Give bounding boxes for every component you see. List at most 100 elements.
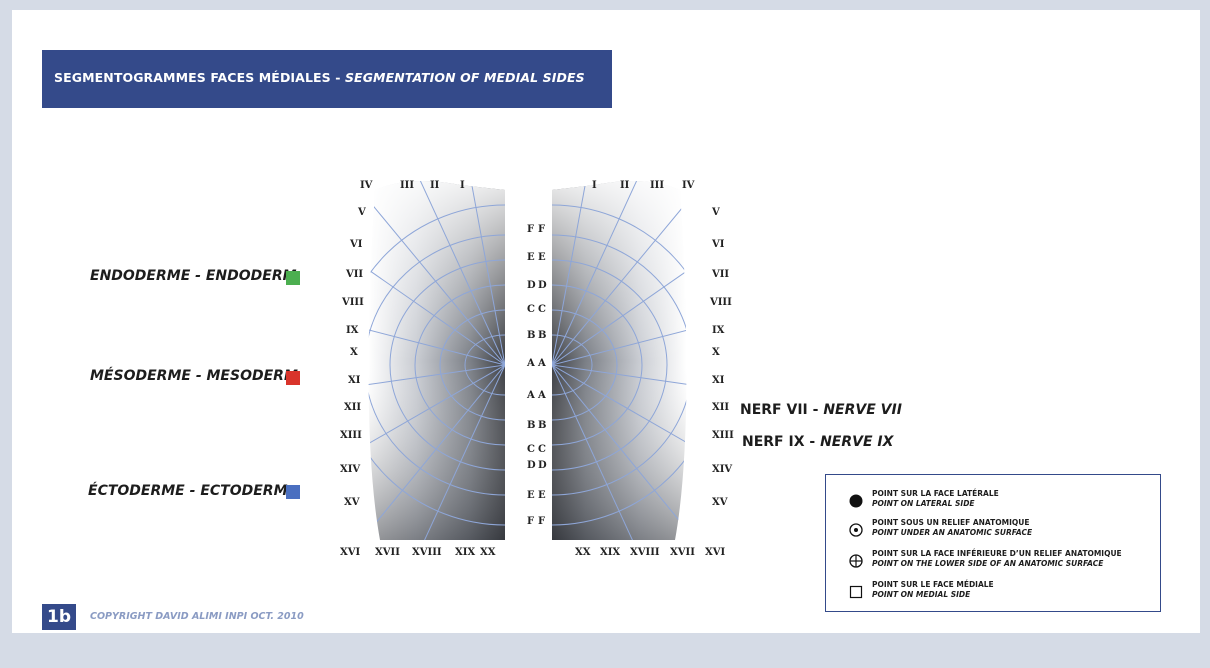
svg-text:D: D	[527, 460, 536, 471]
roman-top-right-1: I	[592, 180, 597, 191]
svg-text:D: D	[527, 280, 536, 291]
svg-text:XVII: XVII	[670, 547, 695, 558]
svg-text:XII: XII	[712, 402, 729, 413]
page-number-badge: 1b	[42, 604, 76, 630]
roman-top-left-4: I	[460, 180, 465, 191]
legend-item-medial: POINT SUR LE FACE MÉDIALE POINT ON MEDIA…	[826, 580, 1156, 608]
legend-text-en: POINT ON LATERAL SIDE	[872, 499, 975, 508]
svg-text:A: A	[526, 390, 535, 401]
svg-text:XVI: XVI	[705, 547, 726, 558]
ectoderm-swatch	[286, 485, 300, 499]
svg-text:X: X	[712, 347, 720, 358]
roman-top-left-3: II	[430, 180, 440, 191]
svg-text:XVIII: XVIII	[412, 547, 442, 558]
svg-text:C: C	[538, 444, 546, 455]
roman-bottom-right: XX XIX XVIII XVII XVI	[575, 547, 726, 558]
svg-text:E: E	[527, 252, 535, 263]
germ-label-ectoderm: ÉCTODERME - ECTODERM	[88, 483, 288, 499]
svg-text:XIV: XIV	[712, 464, 732, 475]
svg-text:D: D	[538, 460, 547, 471]
legend-item-lower-side: POINT SUR LA FACE INFÉRIEURE D’UN RELIEF…	[826, 549, 1156, 577]
svg-text:XII: XII	[344, 402, 361, 413]
svg-text:XIX: XIX	[600, 547, 620, 558]
svg-text:E: E	[538, 490, 546, 501]
square-icon	[848, 584, 864, 600]
legend-text-en: POINT ON MEDIAL SIDE	[872, 590, 970, 599]
svg-text:C: C	[527, 304, 535, 315]
dotted-circle-icon	[848, 522, 864, 538]
legend-item-under-relief: POINT SOUS UN RELIEF ANATOMIQUE POINT UN…	[826, 518, 1156, 546]
roman-top-left-2: III	[400, 180, 414, 191]
germ-label-endoderm: ENDODERME - ENDODERM	[90, 268, 297, 284]
svg-text:X: X	[350, 347, 358, 358]
svg-text:VII: VII	[345, 269, 363, 280]
svg-text:XX: XX	[480, 547, 496, 558]
svg-text:E: E	[527, 490, 535, 501]
svg-text:XIII: XIII	[712, 430, 734, 441]
crossed-circle-icon	[848, 553, 864, 569]
legend-item-lateral: POINT SUR LA FACE LATÉRALE POINT ON LATE…	[826, 489, 1156, 517]
nerve-label-ix: NERF IX - NERVE IX	[742, 434, 893, 450]
svg-text:A: A	[526, 358, 535, 369]
svg-text:VII: VII	[711, 269, 729, 280]
filled-circle-icon	[848, 493, 864, 509]
roman-bottom-left: XVI XVII XVIII XIX XX	[340, 547, 496, 558]
svg-text:XV: XV	[712, 497, 728, 508]
mesoderm-swatch	[286, 371, 300, 385]
svg-text:XVI: XVI	[340, 547, 361, 558]
svg-text:B: B	[527, 330, 535, 341]
nerve-label-vii: NERF VII - NERVE VII	[740, 402, 902, 418]
svg-text:XV: XV	[344, 497, 360, 508]
svg-text:C: C	[538, 304, 546, 315]
legend-text-en: POINT ON THE LOWER SIDE OF AN ANATOMIC S…	[872, 559, 1103, 568]
title-en: SEGMENTATION OF MEDIAL SIDES	[345, 70, 585, 85]
legend-box: POINT SUR LA FACE LATÉRALE POINT ON LATE…	[825, 474, 1161, 612]
svg-text:XVIII: XVIII	[630, 547, 660, 558]
svg-text:F: F	[527, 224, 534, 235]
svg-text:VIII: VIII	[341, 297, 364, 308]
medial-segmentation-figure: IV III II I I II III IV V VI VII VIII IX…	[320, 170, 735, 570]
roman-top-right-2: II	[620, 180, 630, 191]
roman-right-column: V VI VII VIII IX X XI XII XIII XIV XV	[709, 207, 734, 508]
legend-text-fr: POINT SUR LA FACE LATÉRALE	[872, 489, 999, 498]
svg-text:V: V	[357, 207, 366, 218]
svg-text:XI: XI	[712, 375, 725, 386]
roman-top-left-1: IV	[360, 180, 373, 191]
svg-text:VI: VI	[711, 239, 725, 250]
svg-text:D: D	[538, 280, 547, 291]
center-letter-column-right: F E D C B A A B C D E F	[537, 224, 547, 527]
svg-text:V: V	[711, 207, 720, 218]
legend-text-fr: POINT SUR LA FACE INFÉRIEURE D’UN RELIEF…	[872, 549, 1122, 558]
legend-text-en: POINT UNDER AN ANATOMIC SURFACE	[872, 528, 1032, 537]
roman-top-right-4: IV	[682, 180, 695, 191]
svg-text:XIX: XIX	[455, 547, 475, 558]
svg-text:VIII: VIII	[709, 297, 732, 308]
center-letter-column-left: F E D C B A A B C D E F	[526, 224, 536, 527]
legend-text-fr: POINT SUR LE FACE MÉDIALE	[872, 580, 994, 589]
svg-text:A: A	[537, 390, 546, 401]
germ-label-mesoderm: MÉSODERME - MESODERM	[90, 368, 298, 384]
endoderm-swatch	[286, 271, 300, 285]
roman-top-right-3: III	[650, 180, 664, 191]
svg-text:A: A	[537, 358, 546, 369]
legend-text-fr: POINT SOUS UN RELIEF ANATOMIQUE	[872, 518, 1030, 527]
roman-left-column: V VI VII VIII IX X XI XII XIII XIV XV	[340, 207, 366, 508]
svg-text:E: E	[538, 252, 546, 263]
svg-text:XI: XI	[348, 375, 361, 386]
title-fr: SEGMENTOGRAMMES FACES MÉDIALES -	[54, 70, 345, 85]
svg-text:B: B	[527, 420, 535, 431]
svg-text:B: B	[538, 420, 546, 431]
title-bar: SEGMENTOGRAMMES FACES MÉDIALES - SEGMENT…	[42, 50, 612, 108]
svg-text:F: F	[538, 516, 545, 527]
svg-text:XIV: XIV	[340, 464, 360, 475]
page-title: SEGMENTOGRAMMES FACES MÉDIALES - SEGMENT…	[54, 70, 585, 85]
svg-text:B: B	[538, 330, 546, 341]
svg-text:IX: IX	[346, 325, 359, 336]
svg-text:C: C	[527, 444, 535, 455]
copyright-text: COPYRIGHT DAVID ALIMI INPI OCT. 2010	[90, 611, 304, 622]
svg-text:IX: IX	[712, 325, 725, 336]
svg-text:XX: XX	[575, 547, 591, 558]
svg-text:F: F	[538, 224, 545, 235]
svg-text:VI: VI	[349, 239, 363, 250]
svg-text:F: F	[527, 516, 534, 527]
